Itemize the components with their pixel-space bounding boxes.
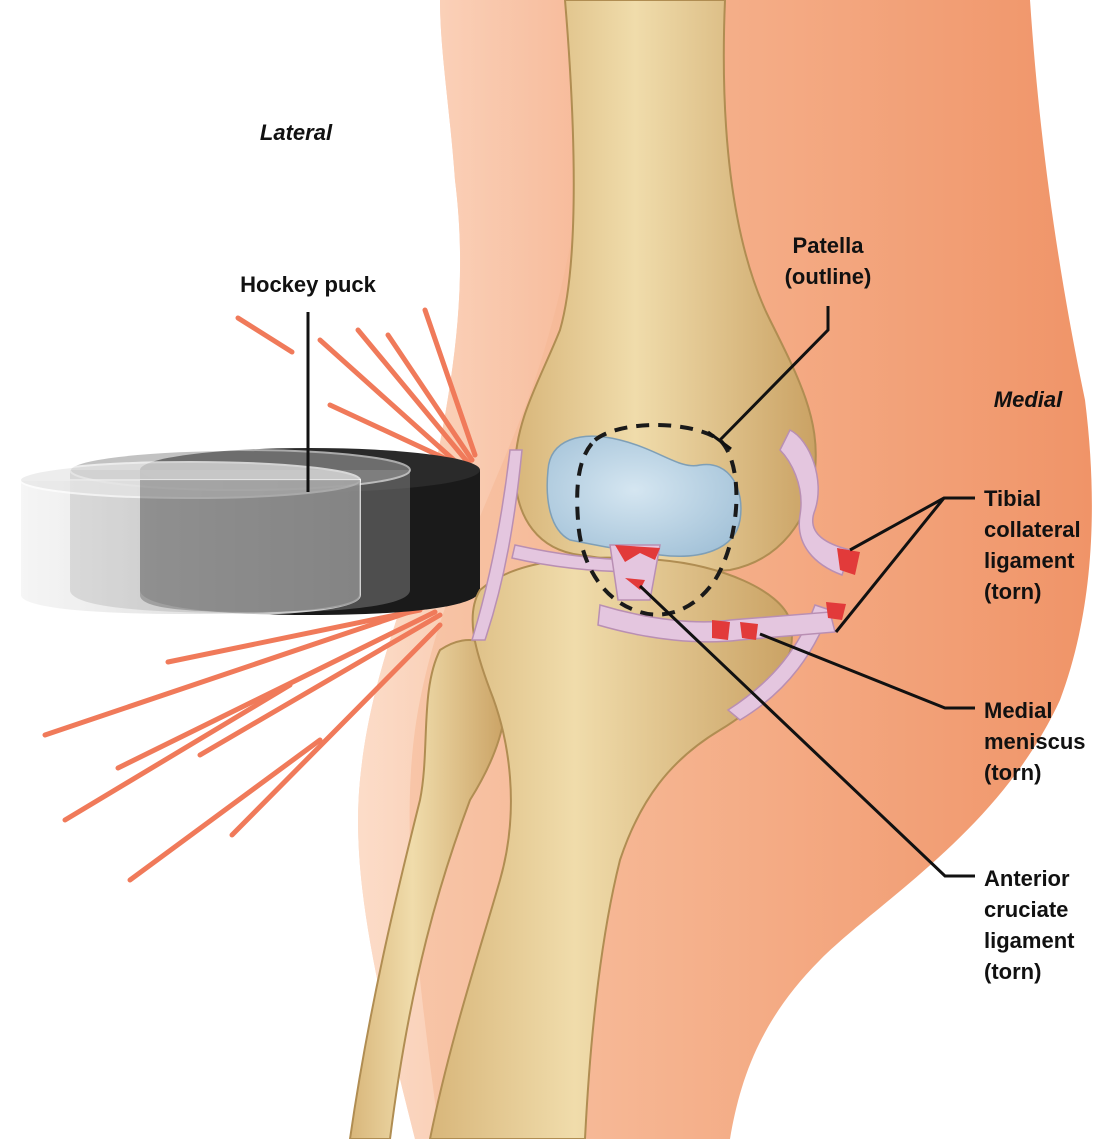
label-acl-line: ligament	[984, 928, 1075, 953]
label-patella-line: Patella	[793, 233, 865, 258]
label-patella-line: (outline)	[785, 264, 872, 289]
label-meniscus-line: meniscus	[984, 729, 1086, 754]
label-tibial-line: collateral	[984, 517, 1081, 542]
hockey-puck	[20, 448, 480, 615]
label-meniscus-line: Medial	[984, 698, 1052, 723]
label-hockey-puck: Hockey puck	[240, 272, 376, 297]
label-tibial-line: Tibial	[984, 486, 1041, 511]
label-meniscus-line: (torn)	[984, 760, 1041, 785]
label-tibial-line: ligament	[984, 548, 1075, 573]
label-tibial-line: (torn)	[984, 579, 1041, 604]
label-acl-line: Anterior	[984, 866, 1070, 891]
label-acl: Anterior cruciate ligament (torn)	[984, 866, 1075, 984]
label-medial: Medial	[994, 387, 1063, 412]
label-medial-meniscus: Medial meniscus (torn)	[984, 698, 1086, 785]
label-lateral: Lateral	[260, 120, 333, 145]
label-acl-line: (torn)	[984, 959, 1041, 984]
label-acl-line: cruciate	[984, 897, 1068, 922]
